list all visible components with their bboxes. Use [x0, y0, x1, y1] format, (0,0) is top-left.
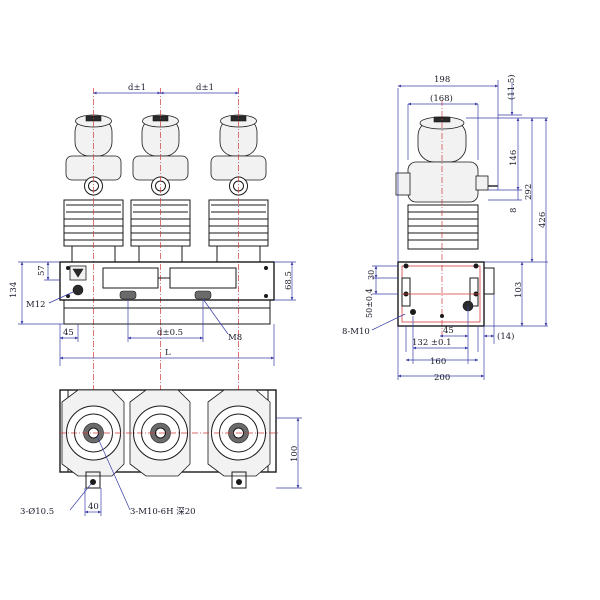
- dim-132: 132 ±0.1: [412, 338, 452, 348]
- dim-45: 45: [63, 328, 74, 338]
- dim-57: 57: [37, 265, 47, 276]
- dim-8: 8: [509, 208, 519, 213]
- label-m12: M12: [26, 300, 46, 310]
- dim-168: (168): [430, 93, 453, 104]
- dim-160: 160: [430, 357, 446, 367]
- dim-d-05: d±0.5: [157, 328, 183, 338]
- dim-pitch-left: d±1: [128, 83, 146, 93]
- dim-40: 40: [88, 502, 99, 512]
- dim-30: 30: [367, 270, 376, 280]
- dim-68-5: 68.5: [284, 271, 294, 290]
- label-m8: M8: [228, 333, 242, 343]
- dim-11-5: (11.5): [506, 74, 517, 100]
- label-holes: 3-Ø10.5: [20, 506, 54, 517]
- dim-100: 100: [290, 446, 300, 462]
- dim-pitch-right: d±1: [196, 83, 214, 93]
- side-view: 198 (168) (11.5) 146 8 292 426 103 30 50…: [342, 74, 548, 383]
- dim-50-4: 50±0.4: [365, 288, 374, 318]
- label-8m10: 8-M10: [342, 327, 370, 337]
- front-view: d±1 d±1 134 57 68.5 M12 45 d±0.5 M8 L: [9, 83, 296, 470]
- dim-426: 426: [538, 212, 548, 228]
- dim-292: 292: [524, 184, 534, 200]
- dim-146: 146: [509, 150, 519, 166]
- dim-103: 103: [514, 282, 524, 298]
- dim-14: (14): [497, 331, 514, 342]
- mechanism-box: [59, 261, 275, 301]
- dim-134: 134: [9, 282, 19, 298]
- dim-length: L: [165, 348, 171, 358]
- dim-200: 200: [434, 373, 450, 383]
- top-view: 100 40 3-Ø10.5 3-M10-6H 深20: [20, 389, 302, 517]
- label-threads: 3-M10-6H 深20: [130, 507, 196, 517]
- dim-198: 198: [434, 75, 450, 85]
- dim-side-45: 45: [443, 326, 454, 336]
- pole-left: [63, 114, 124, 262]
